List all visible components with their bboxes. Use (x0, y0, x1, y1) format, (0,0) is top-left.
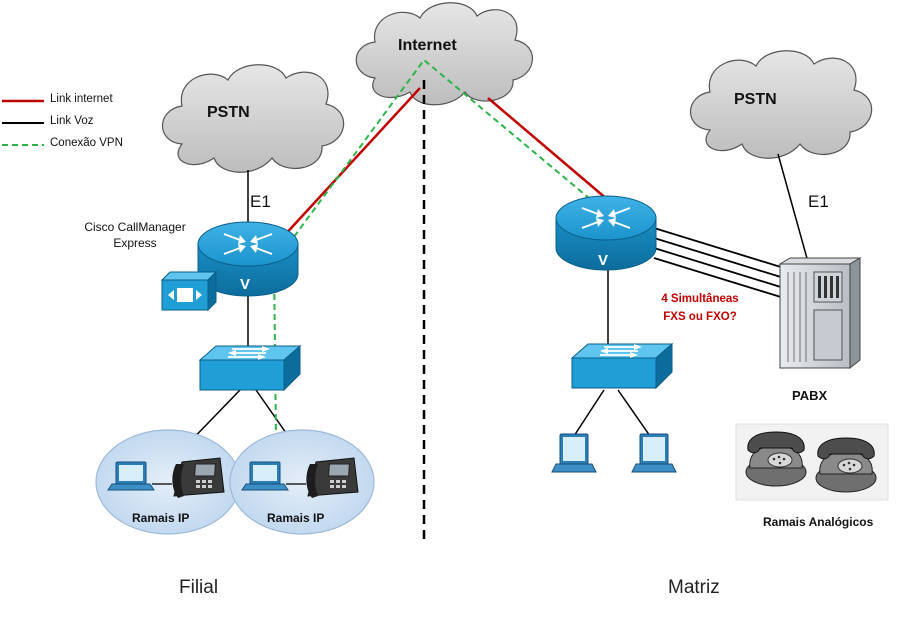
laptop-icon (631, 433, 677, 473)
router-filial-letter: V (240, 276, 251, 293)
link-internet-filial (281, 87, 421, 239)
pabx-label: PABX (792, 388, 828, 403)
e1-left-label: E1 (250, 192, 271, 211)
analog-label: Ramais Analógicos (763, 515, 874, 529)
legend-internet-label: Link internet (50, 93, 113, 105)
switch-filial (198, 344, 302, 392)
ip-group-right-label: Ramais IP (267, 511, 325, 525)
ip-group-left-label: Ramais IP (132, 511, 190, 525)
cloud-pstn-right (689, 50, 873, 159)
link-switch-laptop-left (573, 389, 605, 437)
legend-vpn-label: Conexão VPN (50, 137, 123, 149)
cloud-pstn-left (161, 64, 345, 173)
links (181, 58, 809, 451)
cloud-internet-label: Internet (398, 37, 457, 54)
link-vpn (272, 58, 597, 441)
trunk-note: 4 Simultâneas FXS ou FXO? (661, 293, 739, 323)
cloud-pstn-left-label: PSTN (207, 104, 250, 121)
router-matriz-letter: V (598, 252, 609, 269)
site-label-matriz: Matriz (668, 577, 720, 598)
legend (2, 99, 44, 146)
ip-phone-icon (306, 457, 359, 498)
cme-label: Cisco CallManager Express (84, 220, 186, 250)
analog-phone-icon (745, 431, 807, 487)
ip-phone-icon (172, 457, 225, 498)
e1-right-label: E1 (808, 192, 829, 211)
router-filial (197, 221, 299, 297)
link-internet-matriz (487, 97, 609, 201)
cloud-internet (355, 2, 533, 106)
router-matriz (555, 195, 657, 271)
cloud-pstn-right-label: PSTN (734, 91, 777, 108)
link-e1-right (777, 153, 809, 263)
link-switch-laptop-right (617, 389, 651, 437)
laptop-icon (107, 461, 155, 491)
cme-module-icon (160, 270, 218, 312)
laptop-icon (241, 461, 289, 491)
site-label-filial: Filial (179, 577, 219, 598)
analog-phones-panel (735, 423, 889, 501)
legend-voice-label: Link Voz (50, 115, 94, 127)
analog-phone-icon (815, 437, 877, 493)
ip-group-right (229, 429, 375, 535)
laptop-icon (551, 433, 597, 473)
switch-matriz (570, 342, 674, 390)
trunk-lines (653, 227, 785, 299)
pabx-icon (778, 257, 862, 370)
